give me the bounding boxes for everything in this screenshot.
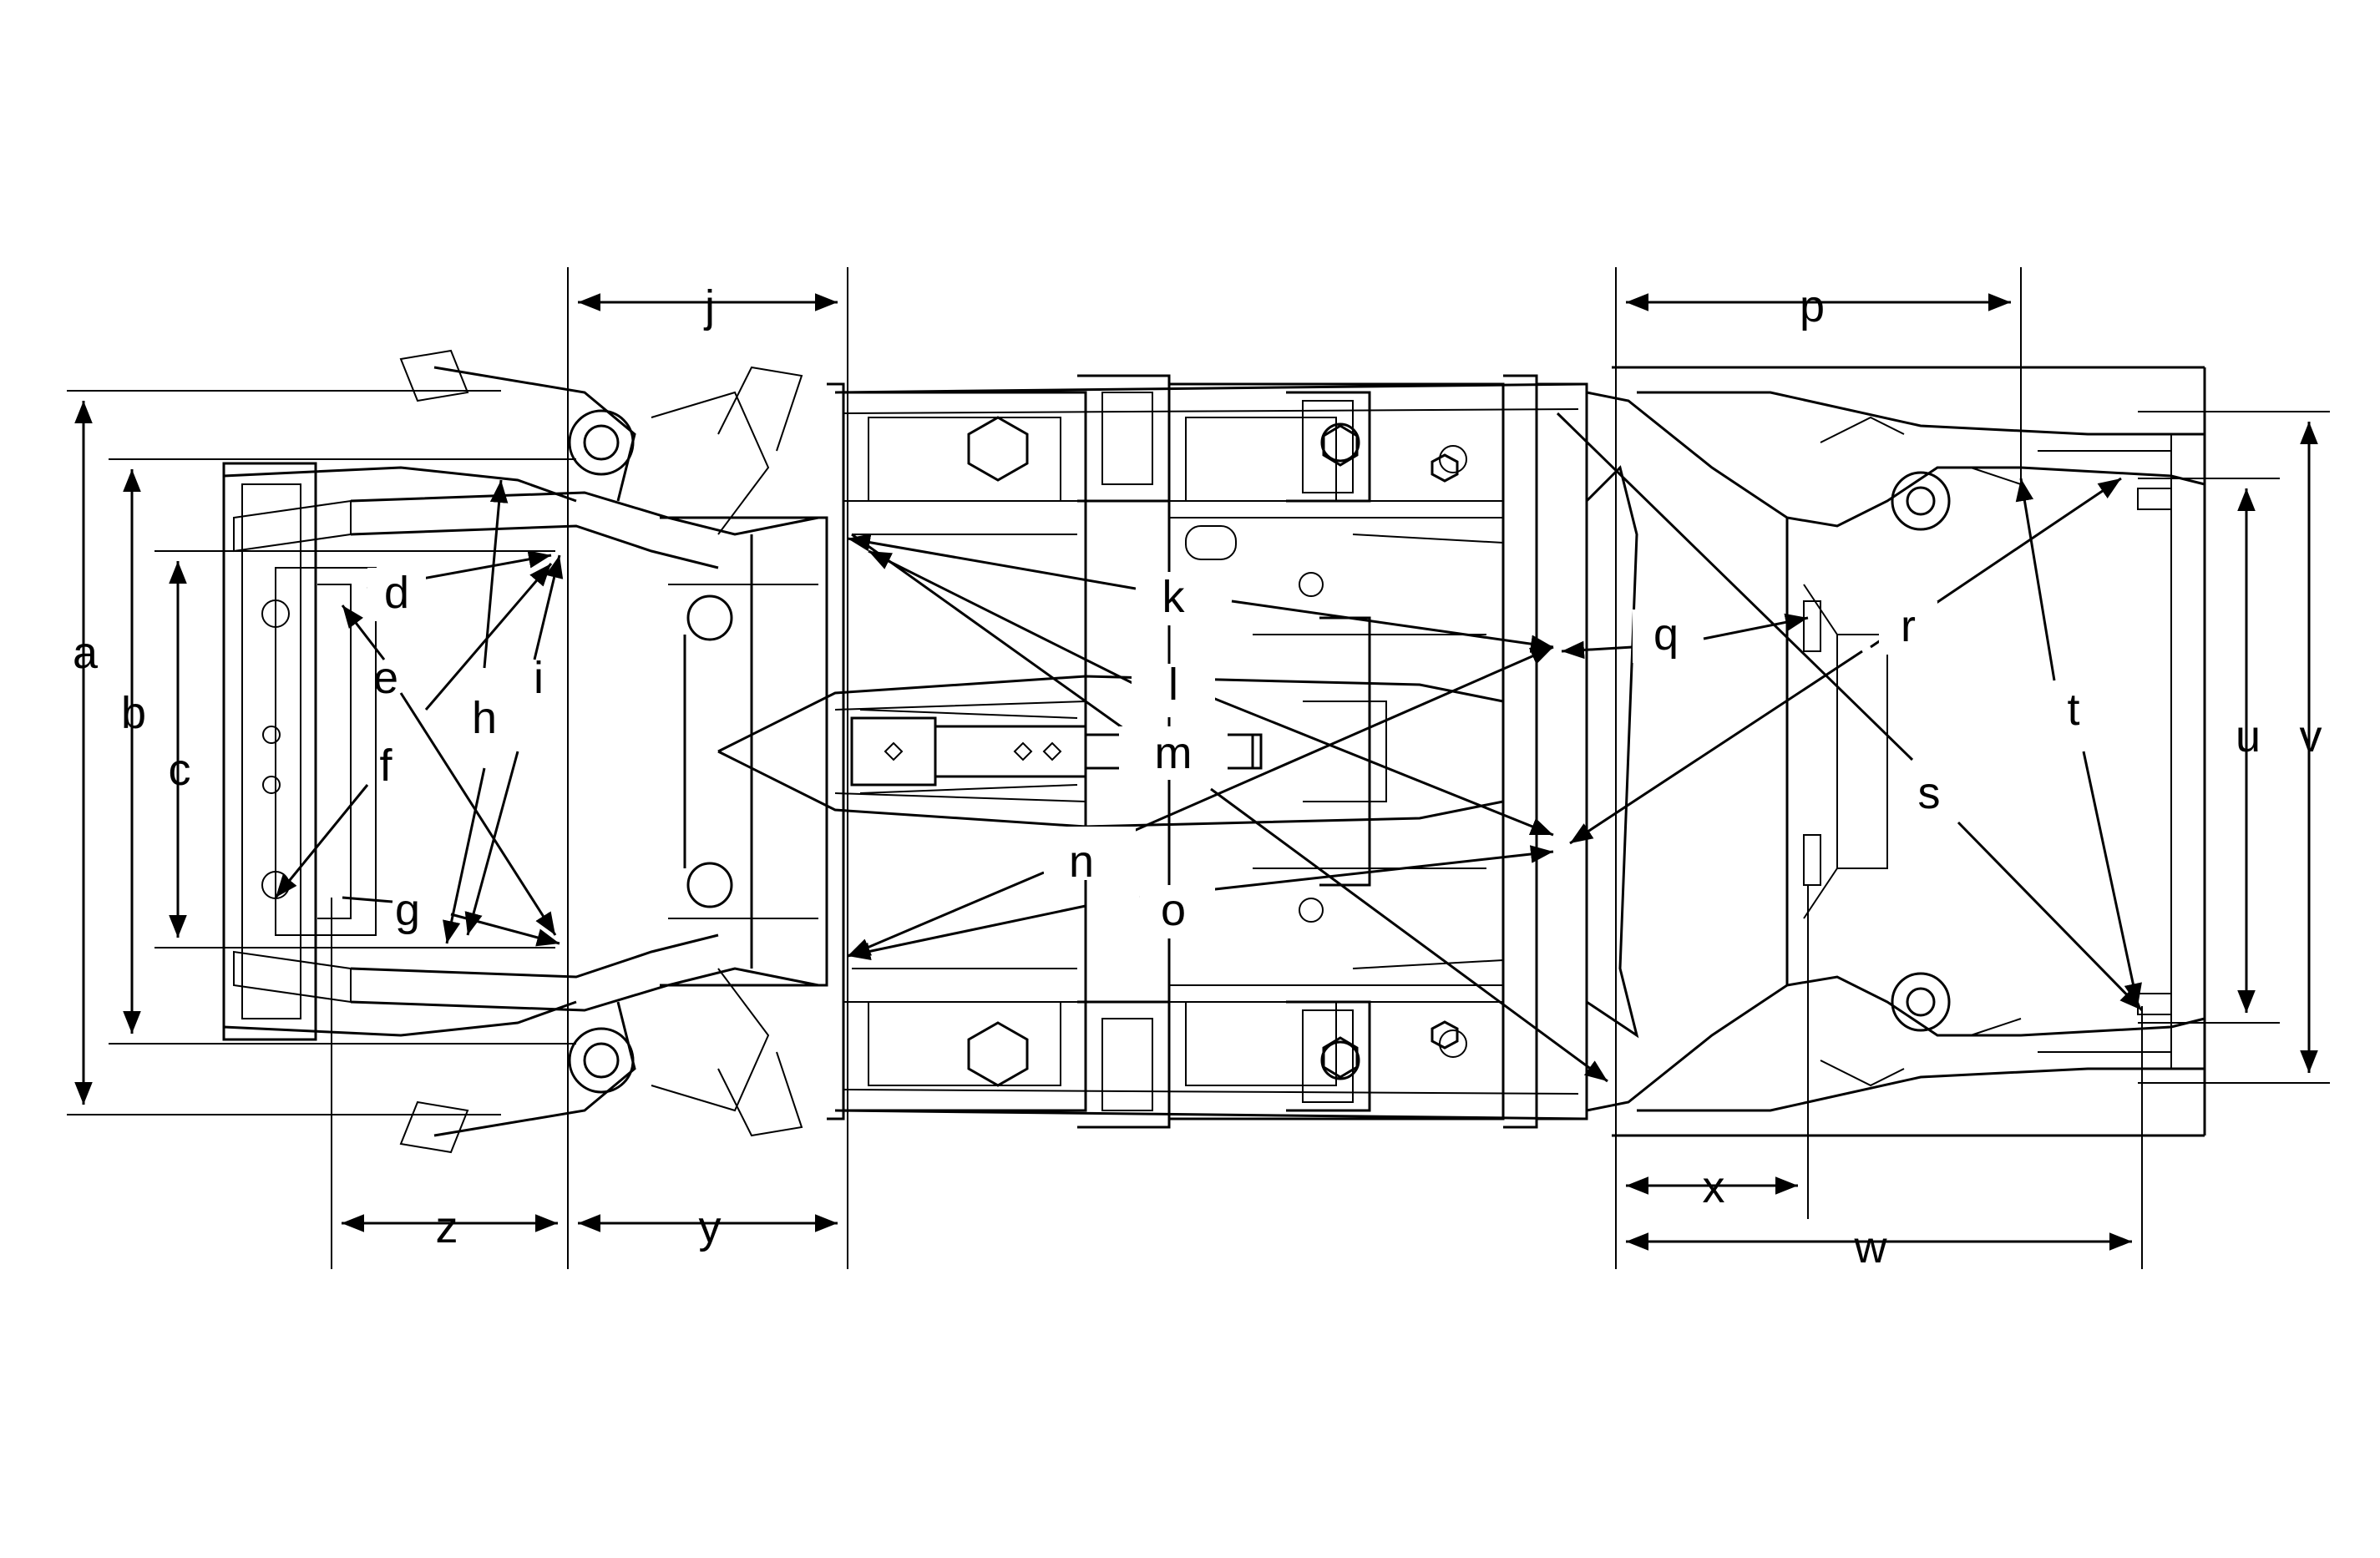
rear-underbody [1585,366,2206,1137]
label-t: t [2067,685,2079,735]
label-n: n [1069,837,1094,887]
vehicle-underbody [222,349,2206,1154]
label-u: u [2236,711,2261,761]
label-j: j [703,281,715,331]
label-e: e [373,653,398,703]
label-k: k [1162,572,1186,622]
label-s: s [1918,768,1941,818]
point-to-point-measurements [274,412,2144,1083]
label-b: b [121,688,146,738]
label-h: h [472,693,497,743]
front-bumper-structure [222,462,577,1041]
label-z: z [436,1202,458,1252]
label-w: w [1854,1222,1888,1272]
label-r: r [1901,601,1916,651]
label-l: l [1168,660,1178,710]
left-dimension-lines [67,390,576,1115]
label-f: f [379,741,392,791]
horizontal-dimension-lines [331,267,2143,1269]
label-x: x [1703,1162,1725,1212]
label-a: a [73,628,99,678]
front-strut-towers [568,391,770,1112]
dimension-labels: a b c d e f g h i j k l m n o p q r s t … [73,281,2322,1272]
label-d: d [384,568,409,618]
label-y: y [699,1202,722,1252]
label-p: p [1800,281,1825,331]
label-c: c [169,745,191,795]
label-g: g [395,885,420,935]
label-o: o [1161,885,1186,935]
label-i: i [534,653,544,703]
label-v: v [2300,711,2322,761]
label-m: m [1155,728,1193,778]
engine-cradle [660,366,828,1137]
right-dimension-lines [2138,411,2330,1084]
label-q: q [1653,610,1679,660]
floor-pan [717,374,1588,1129]
